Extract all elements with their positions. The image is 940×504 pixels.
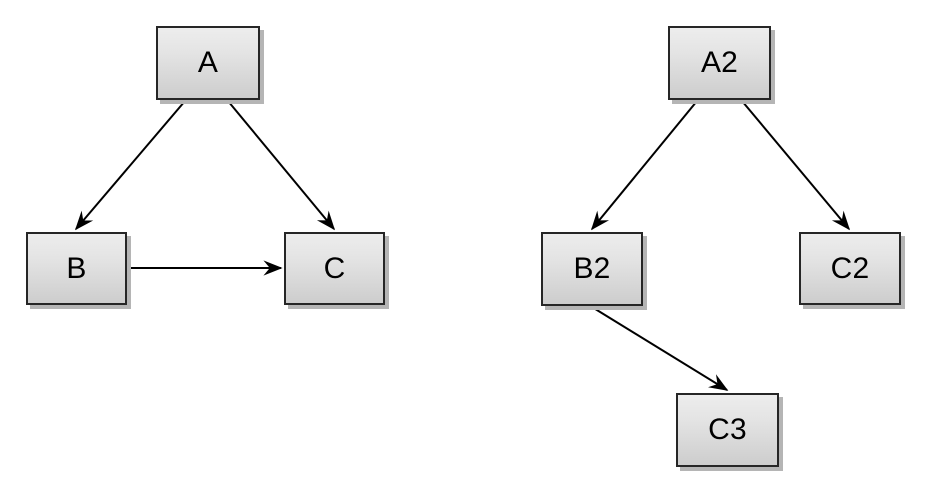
node-c-label: C xyxy=(323,251,346,285)
node-b2-label: B2 xyxy=(573,252,611,285)
node-b[interactable]: B xyxy=(26,232,127,305)
node-c3-label: C3 xyxy=(708,413,747,446)
node-a2[interactable]: A2 xyxy=(668,26,771,100)
edge-a2-to-b2 xyxy=(590,100,698,231)
edge-a-to-b xyxy=(74,100,186,231)
node-c3[interactable]: C3 xyxy=(676,393,779,467)
edge-a2-to-c2 xyxy=(741,100,851,231)
node-a2-label: A2 xyxy=(700,46,739,79)
edges-group xyxy=(74,100,851,391)
edge-b2-to-c3 xyxy=(591,306,729,391)
node-c2-label: C2 xyxy=(830,251,870,285)
node-a[interactable]: A xyxy=(156,26,260,100)
node-c2[interactable]: C2 xyxy=(799,232,901,305)
edge-a-to-c xyxy=(227,100,336,231)
node-a-label: A xyxy=(197,46,219,79)
node-b2[interactable]: B2 xyxy=(541,232,643,306)
node-b-label: B xyxy=(66,251,87,285)
node-c[interactable]: C xyxy=(284,232,385,305)
